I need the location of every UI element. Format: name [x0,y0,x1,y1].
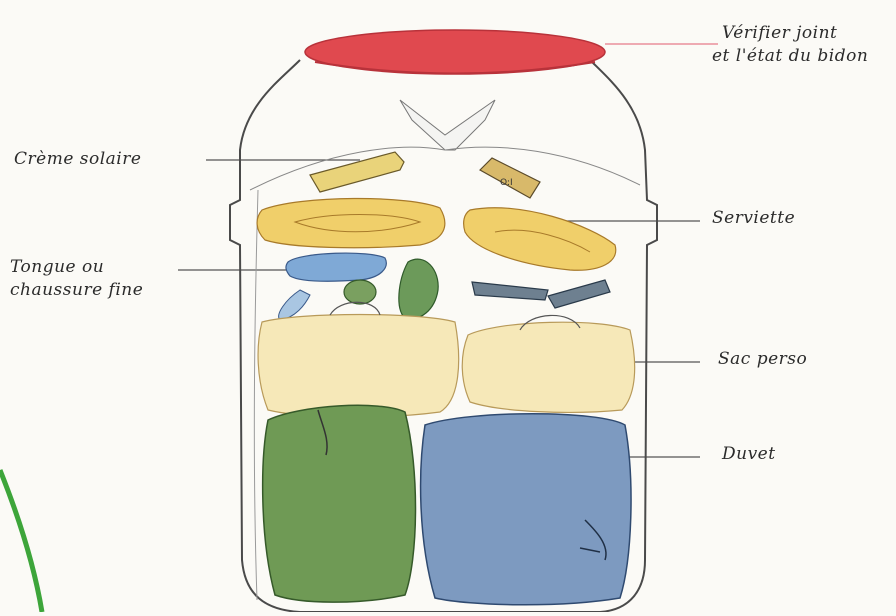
label-towel: Serviette [712,207,795,230]
sac-left [258,302,459,417]
label-shoes-line2: chaussure fine [10,279,143,302]
corner-arc [0,470,42,612]
sunscreen-tube-left [310,152,404,192]
liner-bag [250,147,640,190]
shoe-green [399,259,438,319]
sandal-blue [286,253,386,281]
duvet-bag [421,414,631,605]
liner-knot [400,100,495,150]
shoe-green-small [344,280,376,304]
green-bag [263,405,416,602]
shoe-grey-2 [548,280,610,308]
label-personal-bag: Sac perso [718,348,807,371]
svg-text:O:I: O:I [500,178,513,188]
barrel-inner-line [254,190,258,600]
label-shoes: Tongue ou chaussure fine [10,256,143,302]
label-shoes-line1: Tongue ou [10,256,143,279]
sac-right [462,315,634,412]
label-lid-line1: Vérifier joint [722,22,868,45]
towel-left [257,198,445,247]
label-lid-line2: et l'état du bidon [712,45,868,68]
label-sunscreen: Crème solaire [14,148,141,171]
towel-right [464,208,616,271]
label-lid: Vérifier joint et l'état du bidon [722,22,868,68]
label-duvet: Duvet [722,443,776,466]
shoe-grey [472,282,548,300]
sunscreen-tube-right: O:I [480,158,540,198]
